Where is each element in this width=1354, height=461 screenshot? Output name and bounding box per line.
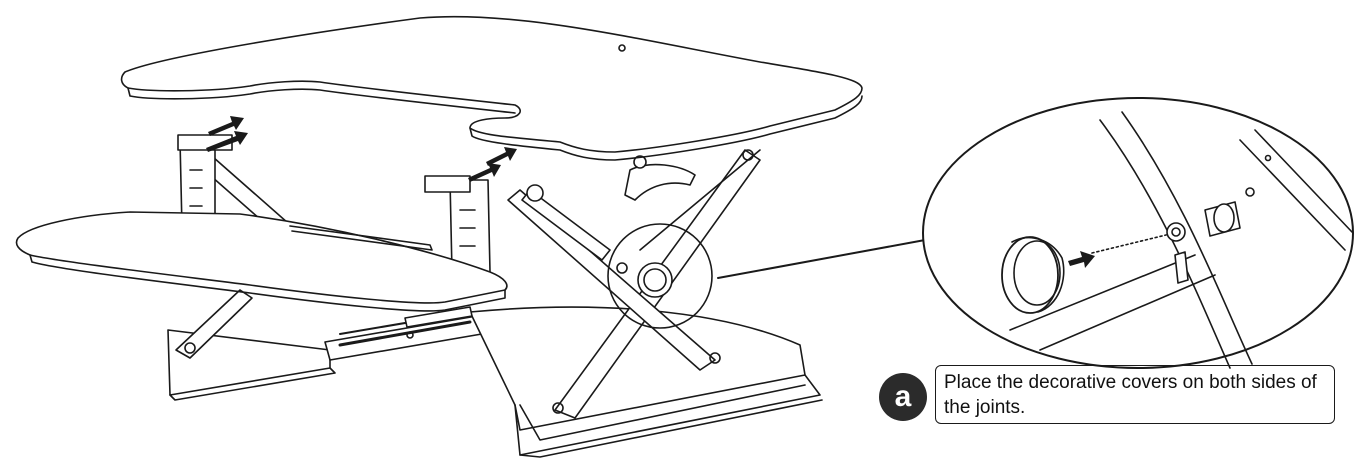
arrow-icon (1068, 251, 1095, 268)
decorative-cover (1001, 236, 1065, 314)
desktop-top (120, 15, 863, 161)
gas-spring (521, 155, 696, 261)
arrow-icon (206, 116, 517, 182)
joint-highlight (607, 223, 926, 329)
desk-base (167, 306, 823, 458)
step-badge: a (879, 373, 927, 421)
step-caption: Place the decorative covers on both side… (935, 365, 1335, 424)
keyboard-tray (15, 211, 508, 335)
detail-view (922, 97, 1354, 369)
